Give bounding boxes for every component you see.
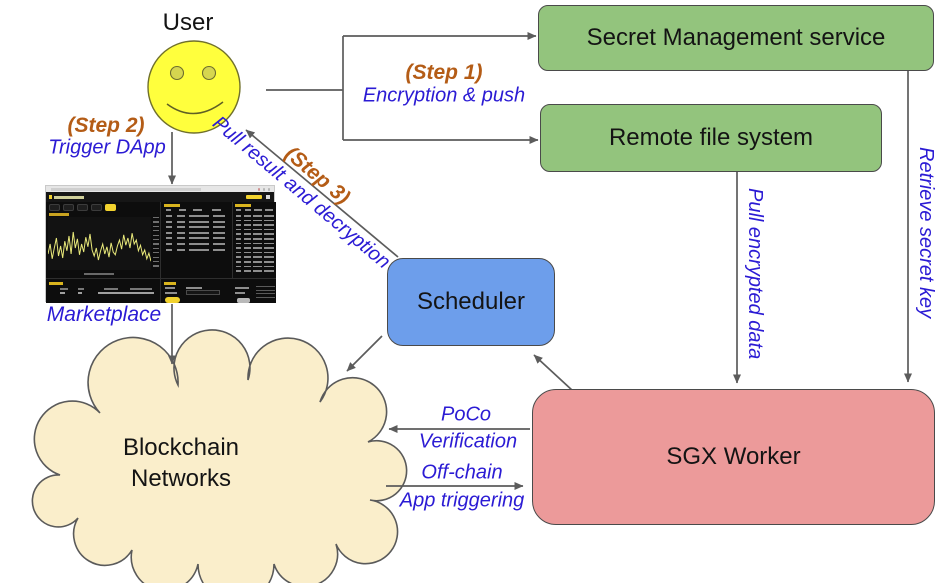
table-row: [234, 232, 276, 237]
edge-scheduler-to-user-step3: [245, 129, 399, 258]
thumb-account-button: [246, 195, 262, 199]
thumb-axis-tick: [153, 217, 159, 219]
thumb-axis-tick: [153, 239, 159, 241]
thumb-app-header: [46, 192, 274, 202]
thumb-divider: [232, 202, 233, 278]
pull-encrypted-data-label: Pull encrypted data: [744, 188, 766, 360]
browser-icon: [257, 188, 260, 191]
node-sgx-worker: SGX Worker: [532, 389, 935, 525]
table-row: [234, 260, 276, 265]
thumb-axis-tick: [153, 221, 159, 223]
thumb-body: [46, 202, 276, 303]
thumb-logo-icon: [49, 195, 52, 199]
browser-url-bar: [51, 188, 201, 191]
blockchain-label-line2: Networks: [130, 465, 232, 492]
thumb-tab: [63, 204, 74, 211]
node-secret-management-service: Secret Management service: [538, 5, 934, 71]
step2-caption: Trigger DApp: [48, 136, 166, 159]
thumb-form-select: [186, 290, 220, 295]
node-remote-file-system: Remote file system: [540, 104, 882, 172]
thumb-table-b-title: [235, 204, 251, 207]
browser-icon: [267, 188, 270, 191]
thumb-axis-tick: [153, 234, 159, 236]
table-row: [163, 231, 231, 237]
table-row: [234, 246, 276, 251]
browser-chrome: [46, 186, 274, 192]
table-row: [234, 255, 276, 260]
step1-label: (Step 1): [405, 61, 483, 84]
thumb-axis-tick: [153, 230, 159, 232]
offchain-label-line2: App triggering: [399, 489, 525, 512]
retrieve-secret-key-label: Retrieve secret key: [915, 147, 937, 319]
offchain-label-line1: Off-chain: [421, 461, 503, 484]
node-scheduler: Scheduler: [387, 258, 555, 346]
remote-file-system-label: Remote file system: [608, 124, 814, 151]
secret-management-label: Secret Management service: [586, 24, 886, 51]
table-row: [234, 265, 276, 270]
step2-label: (Step 2): [67, 114, 145, 137]
table-row: [234, 219, 276, 224]
table-row: [234, 223, 276, 228]
table-row: [163, 220, 231, 226]
thumb-chart-footer: [84, 273, 114, 275]
thumb-divider: [160, 202, 161, 303]
poco-label-line1: PoCo: [440, 403, 492, 426]
user-label: User: [162, 9, 214, 36]
table-row: [234, 237, 276, 242]
scheduler-label: Scheduler: [416, 288, 526, 315]
thumb-axis-tick: [153, 243, 159, 245]
user-smiley-icon: [147, 40, 241, 134]
thumb-tab: [105, 204, 116, 211]
edge-sgx-to-scheduler: [533, 354, 574, 392]
thumb-cancel-button: [237, 298, 250, 303]
table-row: [234, 269, 276, 274]
thumb-table-b: [234, 214, 276, 274]
poco-label-line2: Verification: [418, 430, 518, 453]
table-row: [163, 236, 231, 242]
table-row: [234, 242, 276, 247]
table-row: [163, 242, 231, 248]
sgx-worker-label: SGX Worker: [666, 443, 801, 470]
thumb-logo-text: [54, 195, 84, 199]
table-row: [234, 228, 276, 233]
thumb-orders-title: [49, 282, 63, 285]
thumb-axis-tick: [153, 225, 159, 227]
thumb-divider: [46, 278, 276, 279]
thumb-axis-tick: [153, 252, 159, 254]
thumb-tab: [91, 204, 102, 211]
marketplace-caption: Marketplace: [46, 303, 162, 326]
thumb-table-a: [163, 214, 231, 253]
thumb-buy-button: [165, 297, 180, 303]
thumb-tab: [77, 204, 88, 211]
blockchain-networks-label: Blockchain Networks: [81, 432, 281, 494]
step1-caption: Encryption & push: [362, 84, 526, 107]
table-row: [234, 214, 276, 219]
thumb-form-title: [164, 282, 176, 285]
thumb-chart-axis: [153, 217, 160, 270]
thumb-tab: [49, 204, 60, 211]
thumb-close-icon: [266, 195, 270, 199]
table-row: [234, 251, 276, 256]
thumb-price-chart: [47, 217, 152, 270]
browser-icon: [262, 188, 265, 191]
blockchain-label-line1: Blockchain: [122, 434, 240, 461]
table-row: [163, 248, 231, 254]
edge-scheduler-to-blockchain: [346, 335, 383, 372]
table-row: [163, 225, 231, 231]
thumb-section-label: [49, 213, 69, 216]
thumb-table-a-title: [164, 204, 180, 207]
thumb-axis-tick: [153, 247, 159, 249]
thumb-axis-tick: [153, 261, 159, 263]
table-row: [163, 214, 231, 220]
thumb-axis-tick: [153, 265, 159, 267]
marketplace-screenshot: [45, 185, 276, 303]
thumb-axis-tick: [153, 256, 159, 258]
